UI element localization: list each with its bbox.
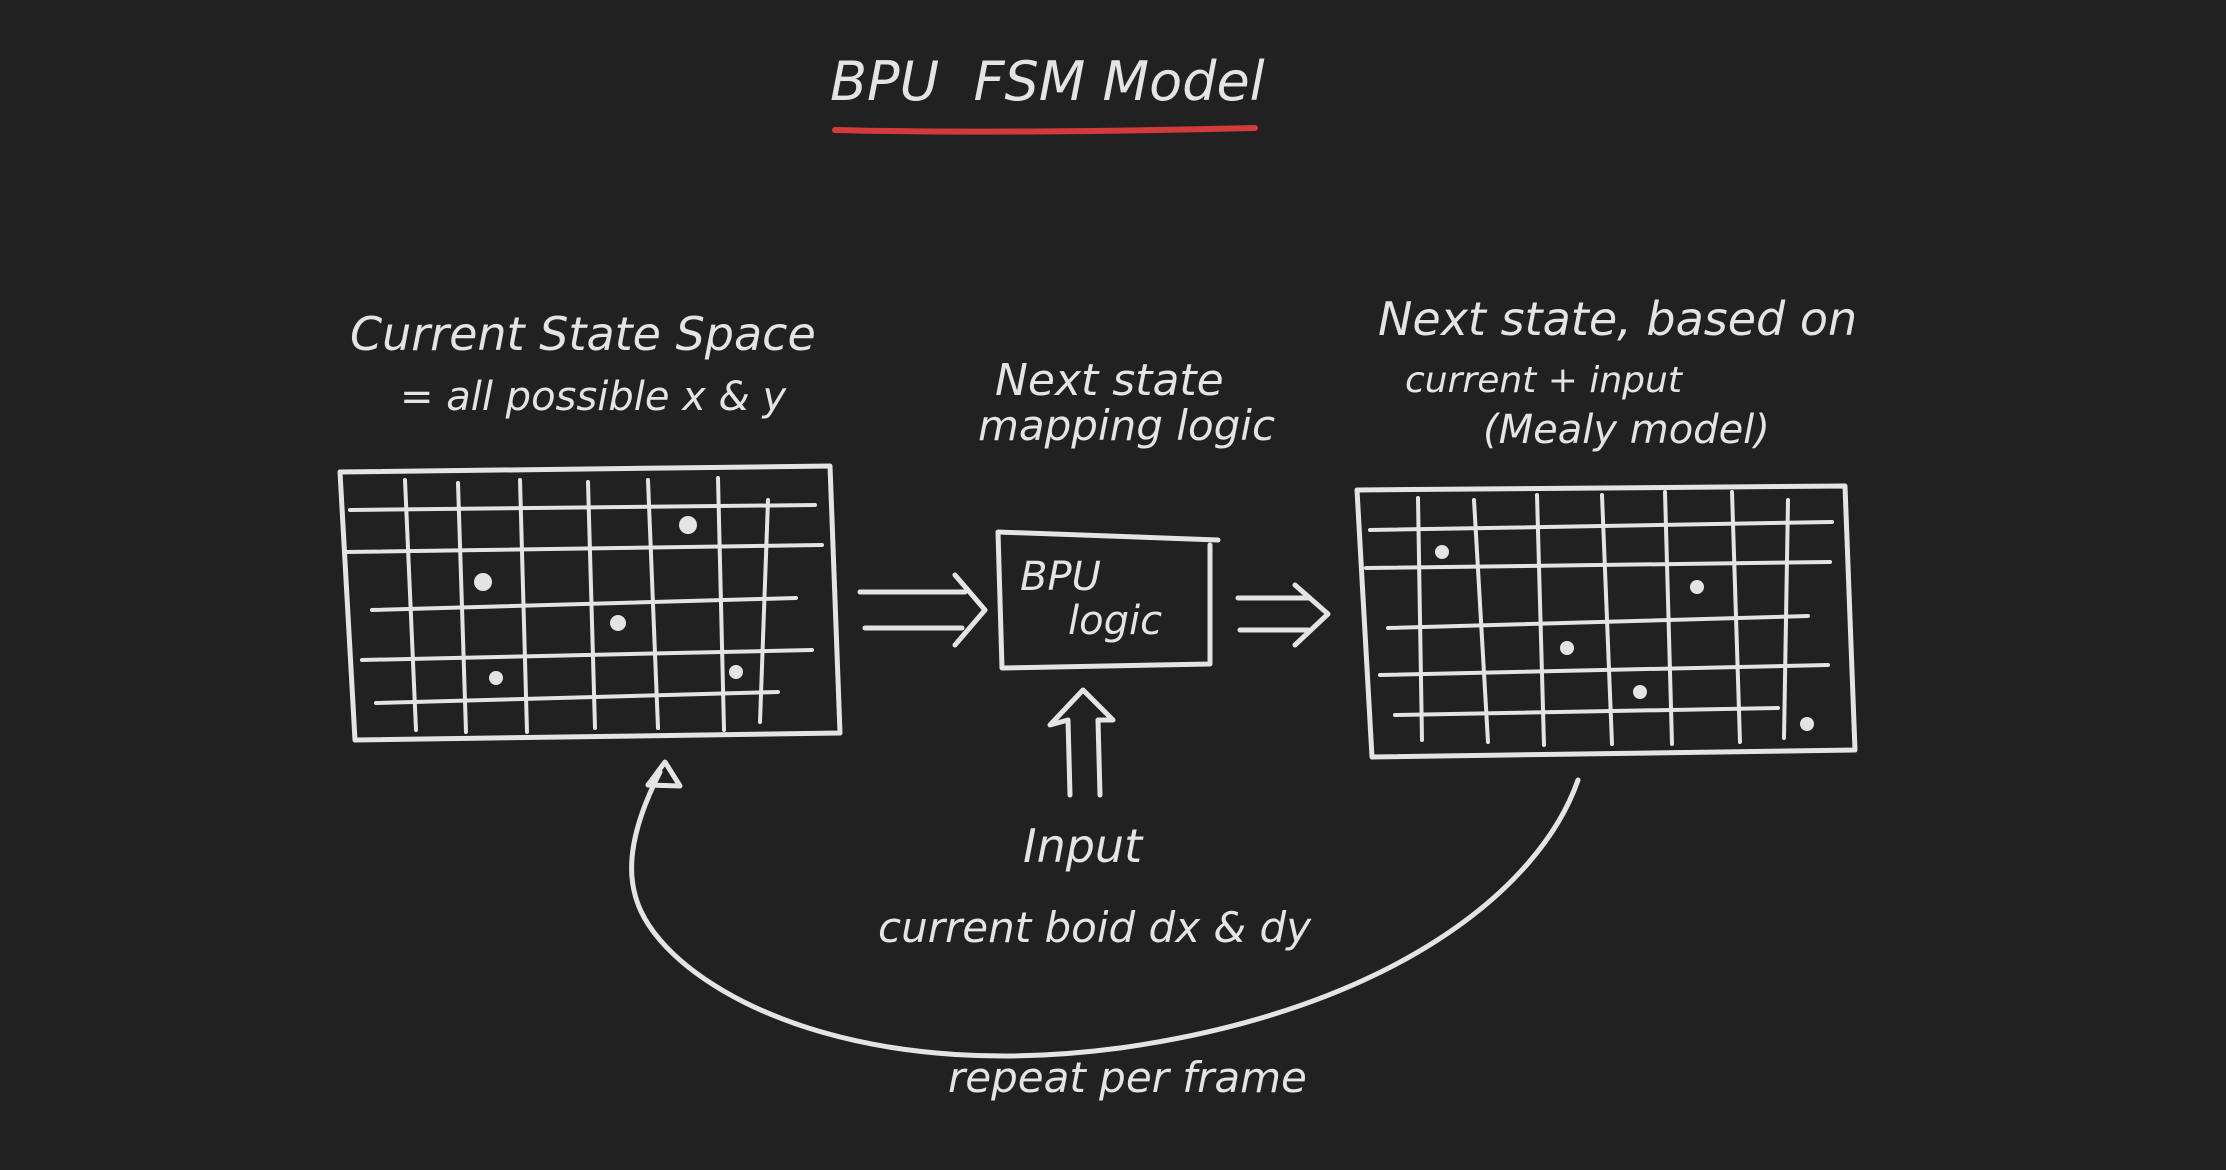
mapping-logic-heading-line2: mapping logic	[978, 401, 1275, 450]
bpu-logic-box: BPU logic	[995, 529, 1221, 671]
next-state-grid	[1354, 483, 1858, 760]
grid-row-line	[344, 543, 824, 554]
state-dot	[1560, 641, 1574, 655]
grid-row-line	[1378, 663, 1830, 677]
bpu-logic-box-line2: logic	[1068, 598, 1162, 644]
grid-row-line	[370, 596, 798, 612]
state-dot	[679, 516, 697, 534]
diagram-title: BPU FSM Model	[830, 50, 1265, 113]
grid-col-line	[1600, 493, 1614, 746]
input-arrow	[1047, 687, 1116, 798]
grid-col-line	[716, 476, 726, 732]
grid-row-line	[360, 648, 814, 662]
grid-row-line	[1393, 706, 1780, 717]
feedback-loop-arrow	[629, 759, 1581, 1059]
grid-row-line	[348, 503, 817, 512]
state-dot	[1800, 717, 1814, 731]
input-label: Input	[1023, 819, 1144, 873]
grid-col-line	[456, 481, 468, 734]
grid-col-line	[1416, 496, 1424, 742]
grid-col-line	[758, 498, 770, 724]
current-state-subheading: = all possible x & y	[400, 374, 787, 420]
state-dot	[489, 671, 503, 685]
arrow-to-logic	[857, 572, 988, 648]
grid-col-line	[1472, 498, 1490, 744]
grid-col-line	[518, 478, 529, 734]
grid-row-line	[1386, 614, 1810, 630]
state-dot	[729, 665, 743, 679]
state-dot	[610, 615, 626, 631]
state-dot	[1633, 685, 1647, 699]
input-description: current boid dx & dy	[878, 903, 1312, 952]
next-grid-frame	[1354, 483, 1858, 760]
grid-col-line	[1730, 490, 1742, 744]
grid-col-line	[1535, 493, 1546, 747]
current-state-grid	[337, 463, 843, 743]
grid-col-line	[403, 478, 418, 732]
next-state-heading: Next state, based on	[1378, 292, 1857, 346]
next-state-line3: (Mealy model)	[1483, 407, 1770, 453]
grid-row-line	[1364, 560, 1832, 570]
grid-row-line	[374, 690, 780, 705]
grid-col-line	[1782, 498, 1790, 740]
title-underline	[832, 125, 1258, 135]
mapping-logic-heading-line1: Next state	[995, 355, 1224, 406]
bpu-logic-box-line1: BPU	[1020, 554, 1101, 600]
state-dot	[1690, 580, 1704, 594]
current-state-heading: Current State Space	[350, 307, 816, 361]
state-dot	[474, 573, 492, 591]
current-grid-frame	[337, 463, 843, 743]
next-state-line2: current + input	[1405, 360, 1684, 401]
arrow-to-next-state	[1235, 582, 1331, 648]
grid-col-line	[586, 480, 597, 730]
feedback-label: repeat per frame	[948, 1053, 1307, 1102]
grid-col-line	[1663, 490, 1674, 746]
grid-col-line	[646, 478, 660, 730]
state-dot	[1435, 545, 1449, 559]
grid-row-line	[1368, 520, 1834, 532]
